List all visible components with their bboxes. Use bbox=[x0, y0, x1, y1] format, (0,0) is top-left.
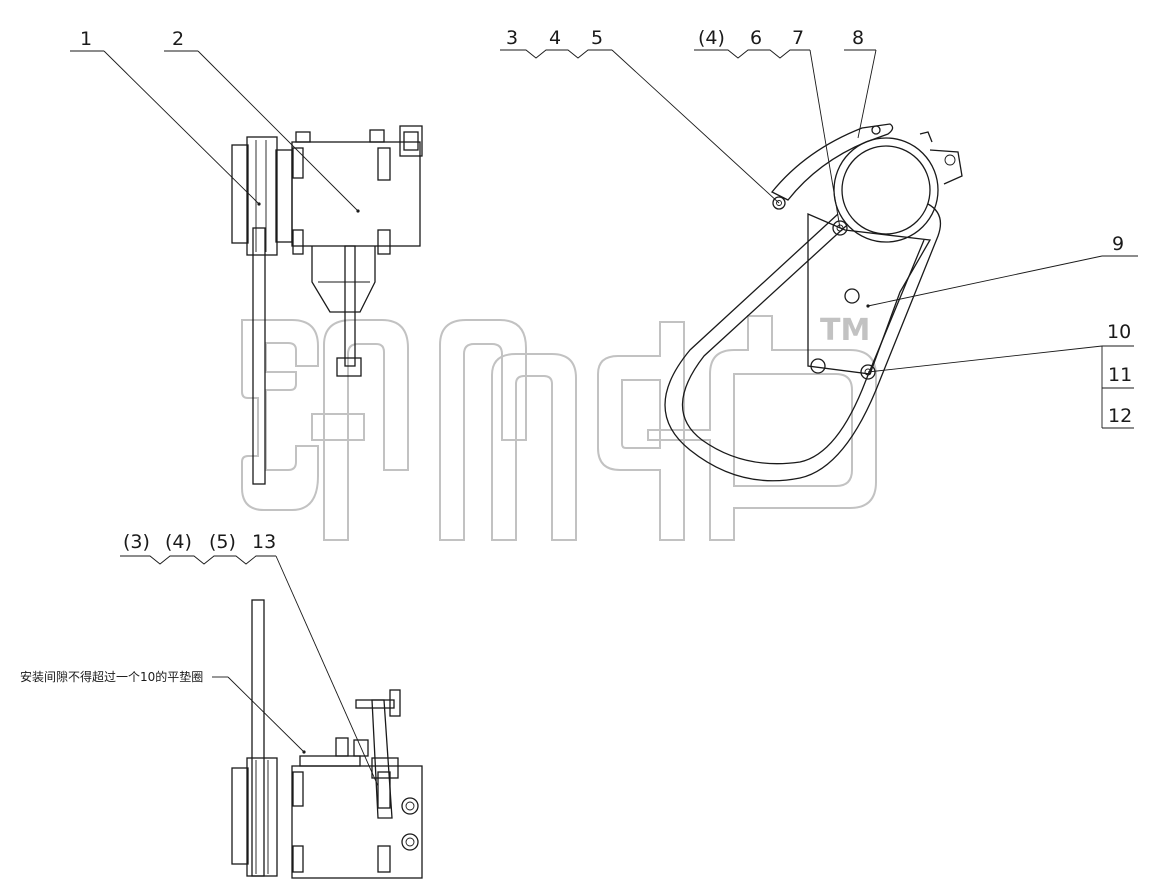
drive-belt-lower bbox=[251, 599, 265, 877]
callout-7-label: 7 bbox=[792, 27, 804, 49]
compressor-body-lower bbox=[291, 765, 423, 879]
callout-1: 1 bbox=[70, 28, 260, 205]
installation-note: 安装间隙不得超过一个10的平垫圈 bbox=[20, 669, 305, 753]
adjusting-arm bbox=[770, 123, 894, 201]
callout-345: 3 4 5 bbox=[500, 27, 780, 204]
watermark-letter-b bbox=[647, 315, 877, 541]
callout-101112: 10 11 12 bbox=[867, 321, 1134, 429]
drive-belt-side bbox=[252, 227, 266, 485]
callout-11-label: 11 bbox=[1108, 364, 1132, 386]
callout-10-label: 10 bbox=[1107, 321, 1131, 343]
callout-3-4-5-13: (3) (4) (5) 13 bbox=[120, 531, 379, 787]
watermark-letter-d bbox=[597, 321, 685, 541]
installation-note-text: 安装间隙不得超过一个10的平垫圈 bbox=[20, 669, 203, 684]
callout-4p-label: (4) bbox=[698, 27, 725, 49]
front-bracket bbox=[807, 213, 932, 375]
pulley-face-lower bbox=[231, 767, 249, 865]
callout-9-label: 9 bbox=[1112, 233, 1124, 255]
watermark-logo: TM bbox=[241, 313, 877, 541]
adjust-arm bbox=[344, 245, 356, 367]
compressor-body bbox=[291, 141, 421, 247]
side-view-upper bbox=[231, 125, 423, 485]
callout-5-label: 5 bbox=[591, 27, 603, 49]
watermark-letter-e bbox=[241, 319, 319, 511]
watermark-tm: TM bbox=[820, 313, 870, 348]
callout-2: 2 bbox=[164, 28, 359, 212]
callout-3b-label: (3) bbox=[123, 531, 150, 553]
callout-1-label: 1 bbox=[80, 28, 92, 50]
compressor-pulley bbox=[833, 137, 939, 243]
callout-5b-label: (5) bbox=[209, 531, 236, 553]
callout-12-label: 12 bbox=[1108, 405, 1132, 427]
mount-bracket bbox=[311, 246, 376, 313]
callout-9: 9 bbox=[867, 233, 1138, 307]
watermark-bar bbox=[311, 413, 365, 441]
callout-2-label: 2 bbox=[172, 28, 184, 50]
watermark-letter-p bbox=[439, 319, 527, 541]
callout-4-label: 4 bbox=[549, 27, 561, 49]
watermark-letter-n bbox=[323, 319, 409, 541]
pulley-hub bbox=[275, 149, 293, 243]
pulley-body bbox=[246, 136, 278, 256]
front-view bbox=[664, 123, 963, 482]
callout-4b-label: (4) bbox=[165, 531, 192, 553]
pulley-face bbox=[231, 144, 249, 244]
pulley-body-lower bbox=[246, 757, 278, 877]
adjust-arm-lower bbox=[371, 699, 393, 819]
watermark-letter-n2 bbox=[491, 353, 577, 541]
callout-8: 8 bbox=[844, 27, 877, 139]
callout-467: (4) 6 7 bbox=[694, 27, 841, 229]
callout-13-label: 13 bbox=[252, 531, 276, 553]
callout-8-label: 8 bbox=[852, 27, 864, 49]
drive-belt-loop bbox=[664, 203, 942, 482]
callout-6-label: 6 bbox=[750, 27, 762, 49]
side-view-lower bbox=[231, 599, 423, 879]
callout-3-label: 3 bbox=[506, 27, 518, 49]
